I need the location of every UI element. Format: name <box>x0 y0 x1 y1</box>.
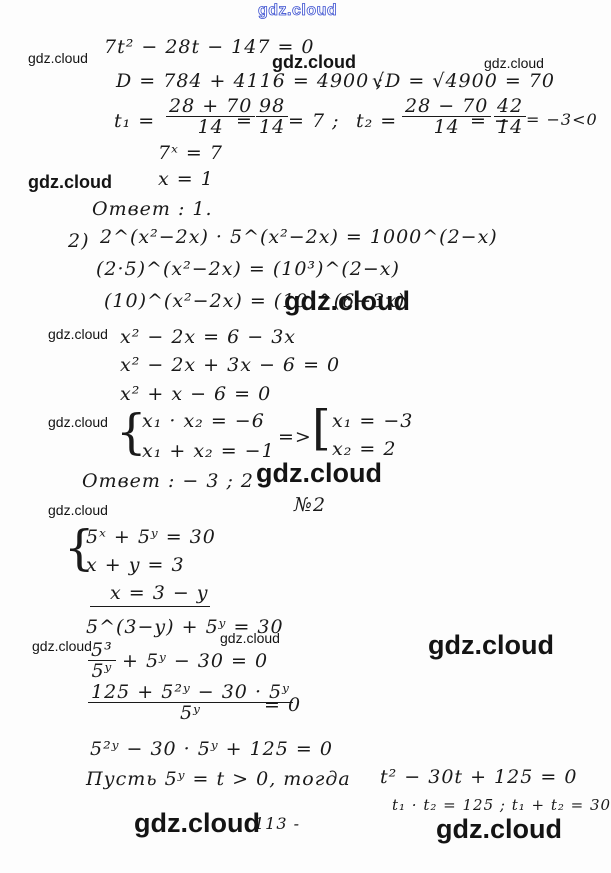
watermark: gdz.cloud <box>28 172 112 192</box>
part-2-line-4: x² − 2x = 6 − 3x <box>120 326 297 348</box>
part-2-line-2: (2·5)^(x²−2x) = (10³)^(2−x) <box>96 258 400 280</box>
part-2-line-3: (10)^(x²−2x) = (10)^(6−3x) <box>104 290 406 312</box>
t2-denominator-2: 14 <box>497 116 524 138</box>
task-number-2: №2 <box>294 494 327 516</box>
t2-result: = −3<0 <box>526 110 598 129</box>
watermark: gdz.cloud <box>28 50 88 66</box>
t1-denominator: 14 <box>197 116 224 138</box>
divider-line-1 <box>90 606 210 607</box>
power-fraction-denominator: 5ʸ <box>91 660 113 682</box>
watermark: gdz.cloud <box>48 502 108 518</box>
part-2-label: 2) <box>68 230 90 252</box>
part-2-line-6: x² + x − 6 = 0 <box>120 383 272 405</box>
page-number: 113 - <box>254 814 301 833</box>
equation-quadratic-t: 7t² − 28t − 147 = 0 <box>104 36 315 58</box>
system-brace-roots: [ <box>312 400 331 456</box>
t1-equals: = <box>236 110 253 132</box>
t1-numerator: 28 + 70 <box>166 96 256 117</box>
substituted-equation: 5^(3−y) + 5ʸ = 30 <box>86 616 284 638</box>
watermark: gdz.cloud <box>48 326 108 342</box>
t1-denominator-2: 14 <box>259 116 286 138</box>
t2-denominator: 14 <box>433 116 460 138</box>
watermark: gdz.cloud <box>134 808 260 838</box>
part-2-line-5: x² − 2x + 3x − 6 = 0 <box>120 354 341 376</box>
sqrt-discriminant-line: √D = √4900 = 70 <box>372 70 555 92</box>
vieta-product: x₁ · x₂ = −6 <box>142 410 265 432</box>
watermark-top: gdz.cloud <box>258 2 338 20</box>
combined-denominator: 5ʸ <box>180 702 201 724</box>
system-eq-2: x + y = 3 <box>86 554 185 576</box>
answer-part-2: Ответ : − 3 ; 2 . <box>82 470 269 492</box>
root-1: x₁ = −3 <box>332 410 414 432</box>
t2-equals: = − <box>470 110 511 132</box>
watermark: gdz.cloud <box>428 630 554 660</box>
t2-numerator-2: 42 <box>494 96 527 117</box>
watermark: gdz.cloud <box>220 630 280 646</box>
watermark: gdz.cloud <box>284 286 410 316</box>
t1-numerator-2: 98 <box>256 96 289 117</box>
exponential-equation: 7ˣ = 7 <box>158 142 223 164</box>
part-2-line-1: 2^(x²−2x) · 5^(x²−2x) = 1000^(2−x) <box>100 226 498 248</box>
power-fraction-rest: + 5ʸ − 30 = 0 <box>122 650 269 672</box>
t1-result: = 7 ; <box>288 110 340 132</box>
substitution-x: x = 3 − y <box>110 582 209 604</box>
combined-numerator: 125 + 5²ʸ − 30 · 5ʸ <box>88 682 293 703</box>
quadratic-in-5y: 5²ʸ − 30 · 5ʸ + 125 = 0 <box>90 738 333 760</box>
substitution-let: Пусть 5ʸ = t > 0, тогда <box>86 768 351 790</box>
vieta-t: t₁ · t₂ = 125 ; t₁ + t₂ = 30 <box>392 796 611 814</box>
combined-equals-zero: = 0 <box>264 694 302 716</box>
root-2: x₂ = 2 <box>332 438 397 460</box>
system-eq-1: 5ˣ + 5ʸ = 30 <box>86 526 216 548</box>
system-brace-task2: { <box>64 520 95 576</box>
power-fraction-numerator: 5³ <box>88 640 116 661</box>
t1-label: t₁ = <box>114 110 156 132</box>
x-solution: x = 1 <box>158 168 214 190</box>
t2-numerator: 28 − 70 <box>402 96 492 117</box>
implies-arrow: => <box>278 426 312 448</box>
t2-label: t₂ = <box>356 110 398 132</box>
watermark: gdz.cloud <box>484 55 544 71</box>
watermark: gdz.cloud <box>256 458 382 488</box>
system-brace-vieta: { <box>116 404 147 460</box>
watermark: gdz.cloud <box>48 414 108 430</box>
watermark: gdz.cloud <box>32 638 92 654</box>
answer-part-1: Ответ : 1. <box>92 198 213 220</box>
watermark: gdz.cloud <box>436 814 562 844</box>
discriminant-line: D = 784 + 4116 = 4900 ; <box>116 70 384 92</box>
watermark: gdz.cloud <box>272 52 356 72</box>
vieta-sum: x₁ + x₂ = −1 <box>142 440 275 462</box>
quadratic-in-t: t² − 30t + 125 = 0 <box>380 766 578 788</box>
solution-page: gdz.cloud 7t² − 28t − 147 = 0 D = 784 + … <box>28 2 610 844</box>
